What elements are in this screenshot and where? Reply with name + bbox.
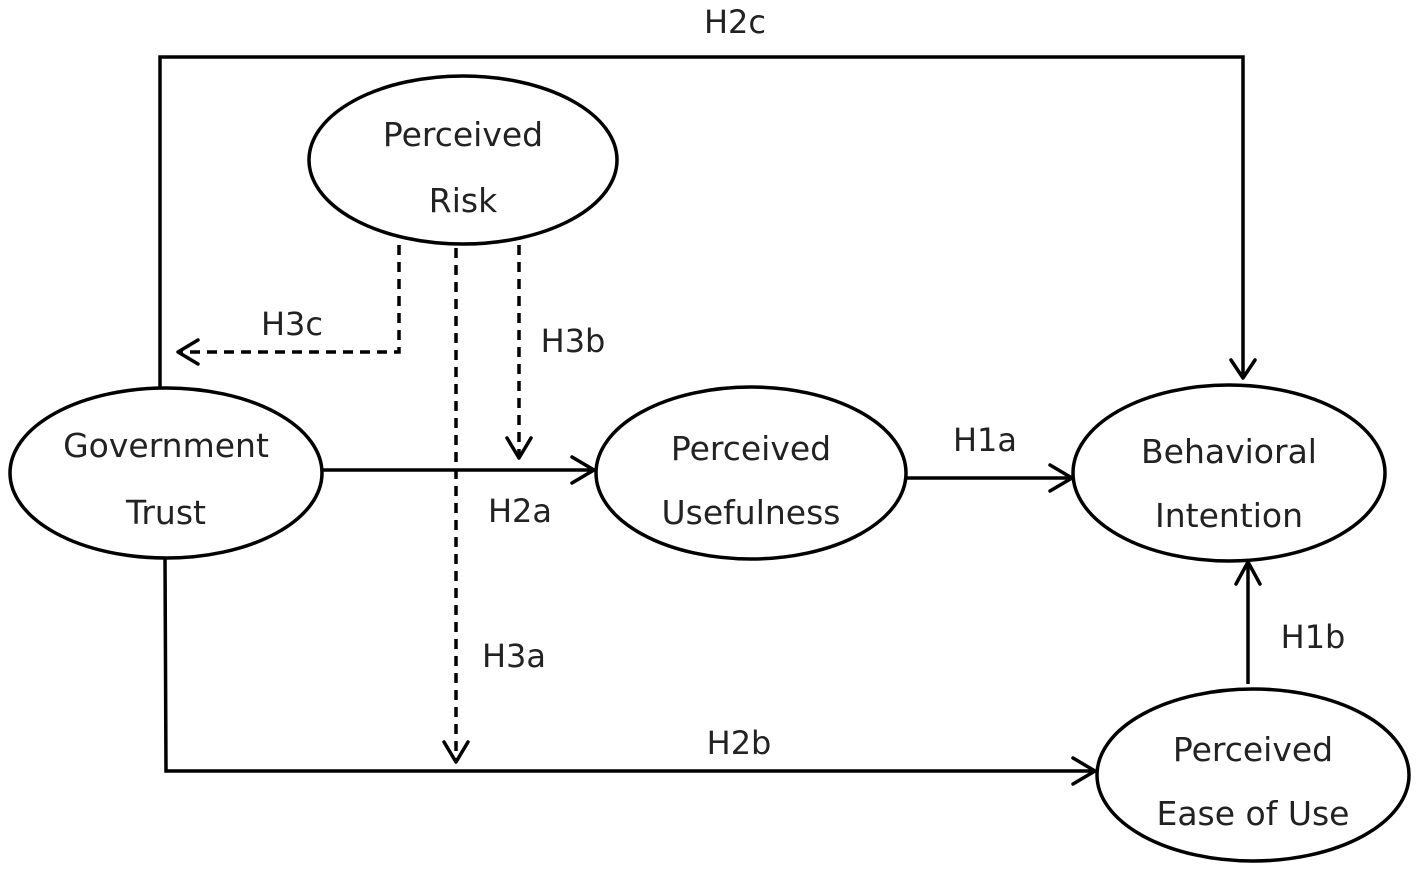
edge-label-h3c: H3c [261, 305, 323, 343]
edge-h3a [442, 248, 470, 764]
node-government-trust: Government Trust [8, 386, 324, 560]
node-behavioral-intention: Behavioral Intention [1071, 383, 1387, 563]
edge-label-h1a: H1a [953, 421, 1017, 459]
node-perceived-ease-of-use-line2: Ease of Use [1156, 794, 1349, 833]
node-perceived-ease-of-use: Perceived Ease of Use [1095, 687, 1411, 863]
node-perceived-usefulness-line2: Usefulness [662, 493, 841, 532]
edge-label-h2a: H2a [488, 492, 552, 530]
edge-label-h3a: H3a [482, 637, 546, 675]
node-perceived-risk-line2: Risk [429, 181, 498, 220]
node-government-trust-line1: Government [63, 426, 269, 465]
node-perceived-risk-line1: Perceived [383, 115, 543, 154]
node-government-trust-line2: Trust [125, 493, 206, 532]
node-perceived-usefulness-line1: Perceived [671, 429, 831, 468]
edge-label-h2c: H2c [704, 3, 766, 41]
edge-label-h3b: H3b [541, 322, 606, 360]
edge-h1a [906, 463, 1074, 493]
edge-h3b [505, 245, 533, 460]
edge-h2b [163, 557, 1097, 786]
edge-label-h1b: H1b [1281, 618, 1346, 656]
edge-h2c [158, 55, 1257, 388]
node-perceived-usefulness: Perceived Usefulness [594, 385, 908, 561]
edge-label-h2b: H2b [707, 724, 772, 762]
edge-h2a [322, 455, 596, 485]
edge-h3c [176, 245, 401, 366]
edge-h1b [1234, 560, 1262, 684]
node-behavioral-intention-line1: Behavioral [1141, 432, 1317, 471]
node-perceived-ease-of-use-line1: Perceived [1173, 730, 1333, 769]
node-perceived-risk: Perceived Risk [307, 74, 619, 246]
node-behavioral-intention-line2: Intention [1155, 496, 1303, 535]
